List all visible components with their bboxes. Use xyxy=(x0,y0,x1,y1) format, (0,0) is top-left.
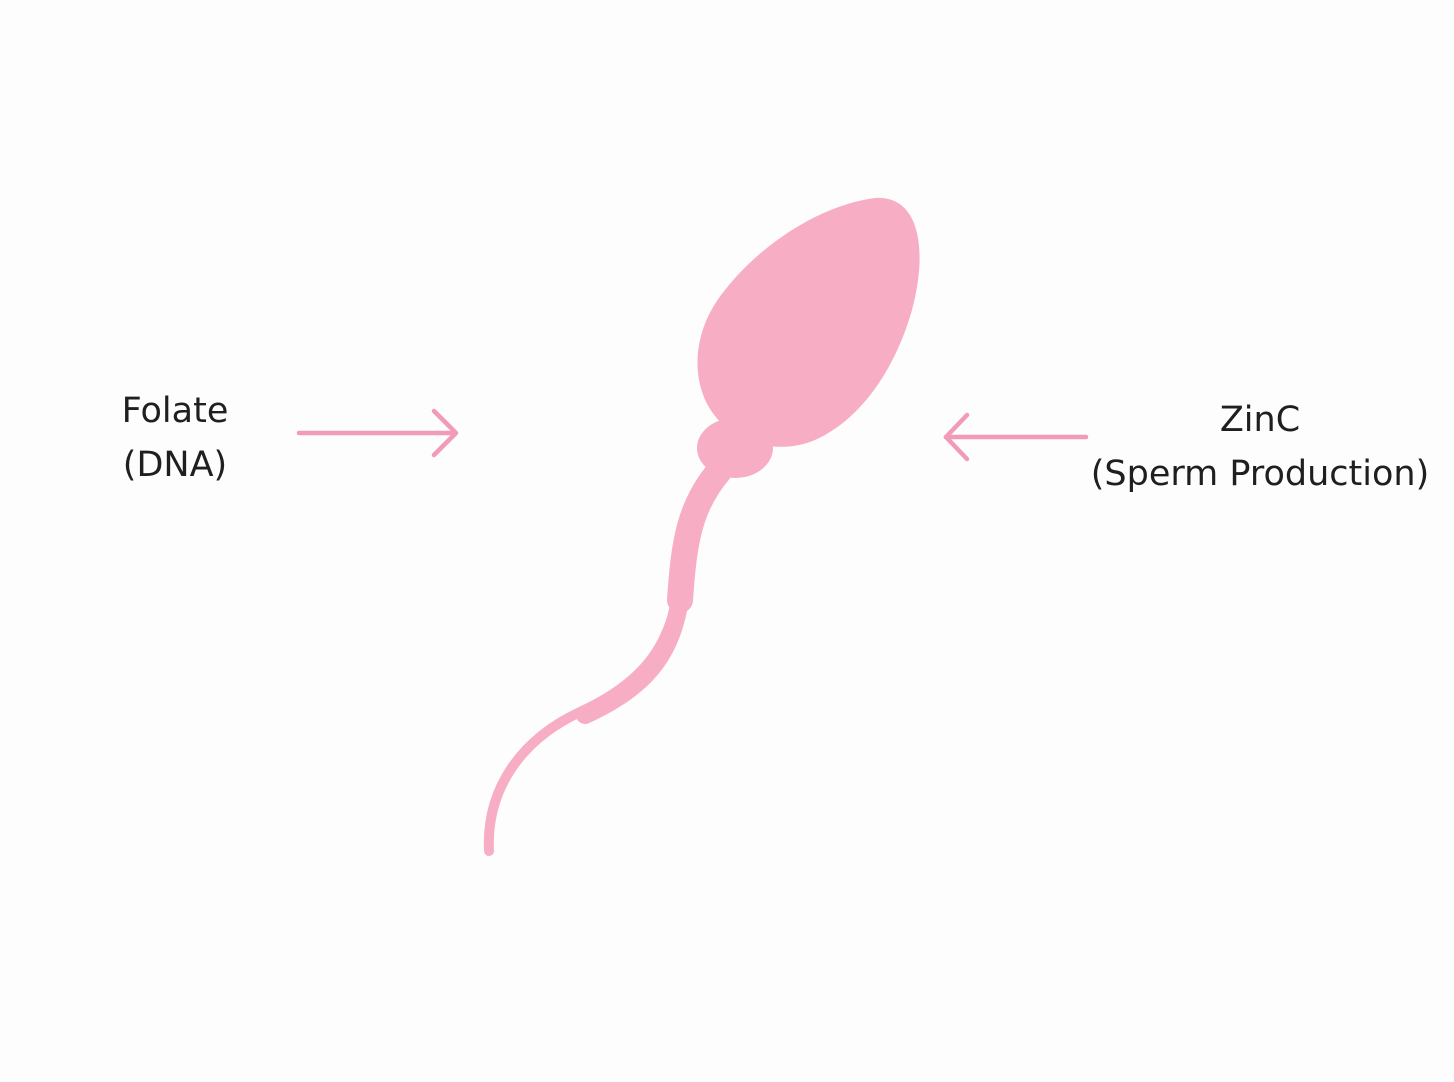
sperm-tail-taper xyxy=(576,601,687,724)
folate-label: Folate (DNA) xyxy=(100,384,250,492)
arrow-right-icon xyxy=(296,408,459,458)
folate-detail: (DNA) xyxy=(122,445,228,485)
folate-name: Folate xyxy=(121,391,229,431)
zinc-name: ZinC xyxy=(1219,400,1301,440)
zinc-detail: (Sperm Production) xyxy=(1090,454,1430,494)
arrow-left-icon xyxy=(943,412,1089,462)
zinc-label: ZinC (Sperm Production) xyxy=(1080,393,1440,501)
sperm-midpiece xyxy=(667,457,733,613)
sperm-head xyxy=(697,197,920,447)
